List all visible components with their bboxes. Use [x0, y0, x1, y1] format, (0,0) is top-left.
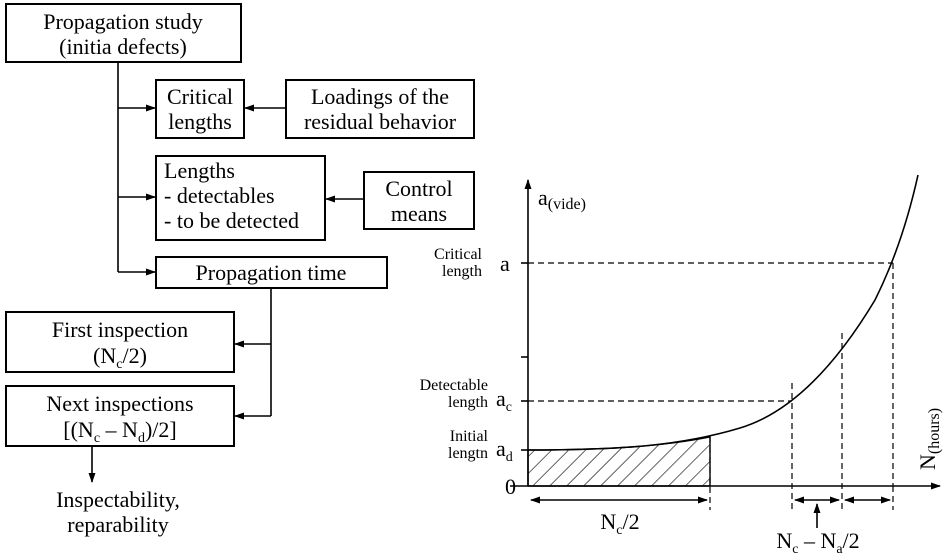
loadings-box: [285, 79, 475, 139]
detectable-label-line1: Detectable: [420, 377, 488, 394]
control-means-line1: Control: [385, 176, 452, 201]
critical-lengths-box: [155, 79, 245, 139]
propagation-time-box: [155, 256, 388, 289]
initial-symbol: ad: [496, 436, 513, 465]
critical-lengths-line2: lengths: [168, 109, 232, 134]
dim-interval-label: Nc – Na/2: [776, 528, 859, 557]
crack-growth-curve: [527, 174, 919, 451]
detectable-label-line2: length: [448, 394, 488, 411]
control-means-box: [363, 171, 475, 230]
critical-lengths-line1: Critical: [167, 84, 233, 109]
propagation-study-line1: Propagation study: [43, 9, 203, 34]
x-axis-label: N(hours): [915, 408, 943, 470]
loadings-line1: Loadings of the: [311, 84, 449, 109]
first-inspection-box: [5, 311, 235, 373]
critical-label-line1: Critical: [434, 246, 483, 263]
lengths-line2: - detectables: [164, 183, 275, 208]
next-inspections-box: [5, 385, 235, 447]
critical-symbol: a: [500, 251, 510, 276]
outcome-line2: reparability: [67, 512, 168, 537]
propagation-time-text: Propagation time: [196, 260, 347, 285]
crack-growth-graph: a(vide) N(hours) 0 Critical length a Det…: [420, 174, 943, 557]
lengths-line1: Lengths: [164, 158, 235, 183]
propagation-study-box: [5, 3, 242, 63]
outcome-line1: Inspectability,: [56, 487, 180, 512]
y-axis-label: a(vide): [538, 185, 586, 213]
next-inspections-line1: Next inspections: [46, 391, 193, 416]
loadings-line2: residual behavior: [304, 109, 457, 134]
propagation-study-line2: (initia defects): [59, 34, 187, 59]
next-inspections-formula: [(Nc – Nd)/2]: [63, 417, 176, 446]
origin-label: 0: [505, 474, 516, 499]
control-means-line2: means: [391, 201, 447, 226]
critical-label-line2: length: [442, 263, 482, 280]
lengths-line3: - to be detected: [164, 208, 299, 233]
detectable-symbol: ac: [496, 386, 512, 415]
initial-label-line2: lengtn: [448, 445, 488, 462]
flowchart: Propagation study (initia defects) Criti…: [5, 3, 475, 537]
initial-label-line1: Initial: [450, 428, 489, 445]
dim-nc2-label: Nc/2: [600, 509, 639, 538]
first-inspection-formula: (Nc/2): [93, 343, 147, 372]
first-inspection-line1: First inspection: [52, 317, 188, 342]
initial-propagation-hatched-area: [527, 436, 711, 487]
